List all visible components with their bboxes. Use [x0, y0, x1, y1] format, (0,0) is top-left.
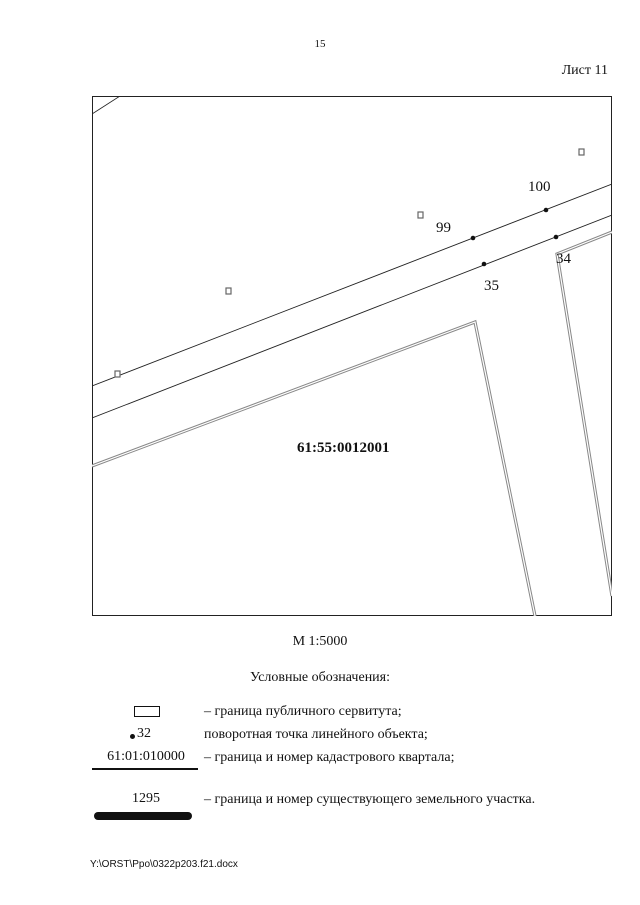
map-frame: 99 100 34 35 61:55:0012001: [92, 96, 612, 616]
road-edge-lower: [92, 214, 612, 419]
point-label-100: 100: [528, 179, 551, 195]
quarter-boundary-inner: [92, 321, 536, 616]
parcel-boundary-inner: [556, 231, 612, 597]
turning-point-99: [470, 235, 476, 241]
point-sample-number: 32: [137, 726, 151, 741]
parcel-symbol: 1295: [90, 790, 202, 820]
legend-description: – граница публичного сервитута;: [204, 704, 402, 719]
sheet-label: Лист 11: [561, 63, 608, 78]
parcel-line-icon: [94, 812, 192, 820]
easement-rect-icon: [134, 706, 160, 717]
point-label-34: 34: [556, 251, 572, 267]
easement-symbol: [90, 702, 202, 724]
survey-marker: [114, 370, 121, 378]
corner-line: [92, 96, 121, 115]
turning-point-100: [543, 207, 549, 213]
legend-description: – граница и номер кадастрового квартала;: [204, 750, 455, 765]
page-number: 15: [314, 38, 326, 50]
quarter-line-icon: [92, 768, 198, 770]
point-dot-icon: [130, 734, 135, 739]
legend-row-easement: – граница публичного сервитута;: [90, 702, 610, 724]
turning-point-34: [553, 234, 559, 240]
scale-label: М 1:5000: [292, 634, 348, 649]
parcel-sample-number: 1295: [132, 791, 160, 806]
survey-marker: [417, 211, 424, 219]
legend-row-parcel: 1295 – граница и номер существующего зем…: [90, 790, 610, 820]
turning-point-symbol: 32: [90, 725, 202, 747]
quarter-number-label: 61:55:0012001: [297, 440, 390, 456]
cadastral-map: 99 100 34 35 61:55:0012001: [92, 96, 612, 616]
turning-point-35: [481, 261, 487, 267]
map-border: [92, 96, 612, 616]
legend-description: – граница и номер существующего земельно…: [204, 792, 536, 807]
quarter-symbol: 61:01:010000: [90, 748, 202, 770]
point-label-35: 35: [484, 278, 499, 294]
quarter-sample-number: 61:01:010000: [107, 749, 185, 764]
legend-row-turning-point: 32 поворотная точка линейного объекта;: [90, 725, 610, 747]
legend-title: Условные обозначения:: [249, 670, 391, 685]
file-path: Y:\ORST\Ppo\0322p203.f21.docx: [90, 859, 238, 870]
road-edge-upper: [92, 183, 612, 387]
point-label-99: 99: [436, 220, 451, 236]
quarter-boundary-outer: [92, 319, 537, 616]
survey-marker: [225, 287, 232, 295]
survey-marker: [578, 148, 585, 156]
legend-row-quarter: 61:01:010000 – граница и номер кадастров…: [90, 748, 610, 770]
legend-description: поворотная точка линейного объекта;: [204, 727, 428, 742]
